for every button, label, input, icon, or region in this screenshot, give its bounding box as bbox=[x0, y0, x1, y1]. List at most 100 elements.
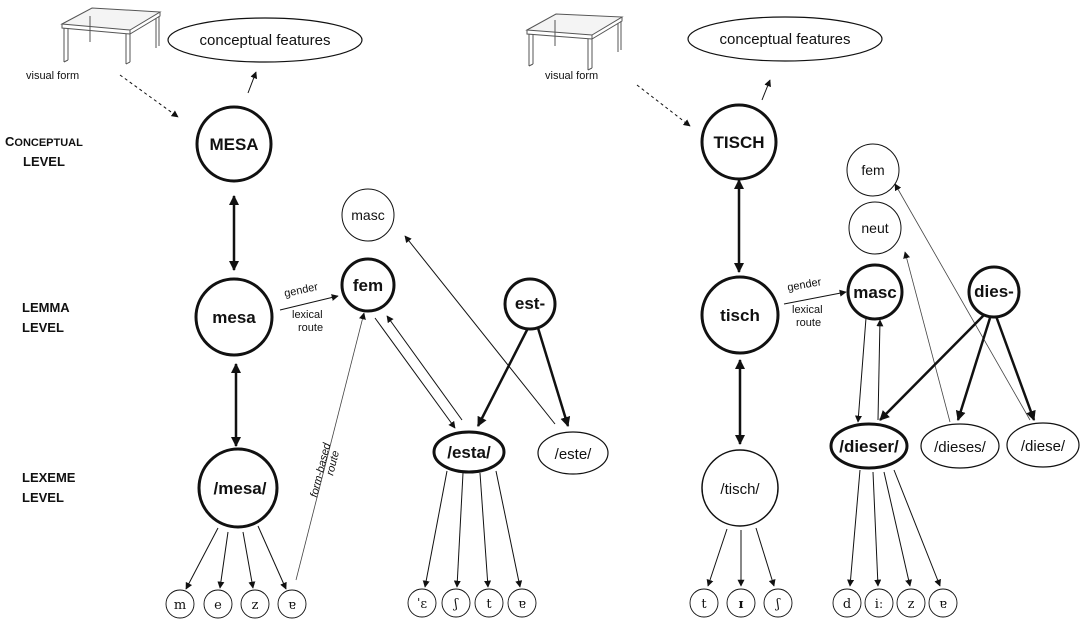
esta-to-e-arrow bbox=[422, 470, 448, 588]
concept-node-mesa-label: MESA bbox=[209, 135, 258, 154]
table-picture-left bbox=[60, 7, 162, 65]
gender-node-masc-right: masc bbox=[846, 263, 904, 321]
masc-to-dieser-arrow bbox=[854, 317, 867, 423]
gender-node-masc-right-label: masc bbox=[853, 283, 896, 302]
gender-node-fem-right: fem bbox=[846, 143, 900, 197]
dieser-to-ii-arrow bbox=[872, 471, 882, 587]
svg-text:ɐ: ɐ bbox=[939, 597, 947, 612]
determiner-form-dieser: /dieser/ bbox=[829, 422, 909, 470]
lexeme-node-mesa-label: /mesa/ bbox=[214, 479, 267, 498]
gender-label-right: gender bbox=[786, 276, 822, 294]
lemma-node-tisch: tisch bbox=[700, 275, 780, 355]
est-to-este-arrow bbox=[536, 327, 571, 427]
lemma-level-label-2: LEVEL bbox=[22, 320, 64, 335]
determiner-lemma-dies: dies- bbox=[967, 265, 1021, 319]
gender-node-fem-left-label: fem bbox=[353, 276, 383, 295]
visual-form-label-left: visual form bbox=[26, 70, 79, 82]
determiner-form-este: /este/ bbox=[537, 431, 609, 475]
phoneme-node-t-esta: t bbox=[474, 588, 504, 618]
dies-to-dieser-arrow bbox=[879, 314, 985, 421]
concept-node-tisch-label: TISCH bbox=[714, 133, 765, 152]
determiner-form-dieser-label: /dieser/ bbox=[839, 437, 899, 456]
determiner-form-dieses: /dieses/ bbox=[920, 423, 1000, 469]
conceptual-level-label: CONCEPTUAL bbox=[5, 134, 83, 149]
esta-to-t-arrow bbox=[479, 472, 492, 588]
lexeme-node-tisch: /tisch/ bbox=[701, 449, 779, 527]
svg-text:ɐ: ɐ bbox=[518, 597, 526, 612]
svg-text:z: z bbox=[908, 597, 915, 612]
mesa-to-z-arrow bbox=[242, 531, 256, 589]
form-based-route-arrow bbox=[295, 312, 366, 581]
determiner-form-esta: /esta/ bbox=[432, 430, 506, 474]
gender-label-left: gender bbox=[283, 281, 319, 300]
dieses-to-neut-arrow bbox=[903, 251, 951, 423]
lemma-node-mesa: mesa bbox=[194, 277, 274, 357]
este-to-masc-arrow bbox=[404, 235, 556, 425]
lexeme-node-mesa: /mesa/ bbox=[197, 447, 279, 529]
visual-form-label-right: visual form bbox=[545, 70, 598, 82]
determiner-form-diese-label: /diese/ bbox=[1021, 438, 1066, 455]
route-label-right: route bbox=[796, 317, 821, 329]
tisch-to-sh-arrow bbox=[755, 527, 776, 587]
lexical-label-left: lexical bbox=[292, 309, 323, 321]
svg-text:d: d bbox=[843, 597, 851, 612]
mesa-to-a-arrow bbox=[257, 525, 287, 590]
phoneme-node-stressed-e: ˈɛ bbox=[407, 588, 437, 618]
gender-node-fem-left: fem bbox=[340, 257, 396, 313]
lemma-to-fem-arrow bbox=[279, 294, 339, 311]
est-to-esta-arrow bbox=[476, 327, 530, 427]
phoneme-node-d-dieser: d bbox=[832, 588, 862, 618]
visual-to-concept-arrow-left bbox=[119, 74, 179, 118]
esta-to-a-arrow bbox=[495, 470, 523, 588]
phoneme-node-ii-dieser: iː bbox=[864, 588, 894, 618]
esta-to-sh-arrow bbox=[453, 472, 464, 588]
determiner-form-dieses-label: /dieses/ bbox=[934, 439, 987, 456]
svg-text:z: z bbox=[252, 598, 259, 613]
gender-node-fem-right-label: fem bbox=[861, 162, 884, 178]
phoneme-node-t-tisch: t bbox=[689, 588, 719, 618]
conceptual-features-label-right: conceptual features bbox=[720, 31, 851, 48]
svg-text:ɪ: ɪ bbox=[739, 597, 744, 612]
conceptual-features-ellipse-right bbox=[687, 16, 883, 62]
svg-text:ɐ: ɐ bbox=[288, 598, 296, 613]
phoneme-node-sh-tisch: ʃ bbox=[763, 588, 793, 618]
lexeme-level-label: LEXEME bbox=[22, 470, 76, 485]
svg-text:ˈɛ: ˈɛ bbox=[417, 597, 428, 612]
svg-text:t: t bbox=[701, 597, 707, 612]
phoneme-node-i-tisch: ɪ bbox=[726, 588, 756, 618]
tisch-to-t-arrow bbox=[706, 528, 728, 587]
gender-node-neut-label: neut bbox=[861, 220, 888, 236]
phoneme-node-e: e bbox=[203, 589, 233, 619]
concept-node-tisch: TISCH bbox=[700, 103, 778, 181]
dies-to-dieses-arrow bbox=[955, 317, 992, 421]
gender-node-neut: neut bbox=[848, 201, 902, 255]
determiner-form-diese: /diese/ bbox=[1006, 422, 1080, 468]
lexeme-node-tisch-label: /tisch/ bbox=[720, 481, 760, 498]
phoneme-node-sh-esta: ʃ bbox=[441, 588, 471, 618]
determiner-form-este-label: /este/ bbox=[555, 446, 593, 463]
phoneme-node-a-esta: ɐ bbox=[507, 588, 537, 618]
table-picture-right bbox=[525, 13, 624, 71]
determiner-form-esta-label: /esta/ bbox=[447, 443, 491, 462]
lexical-label-right: lexical bbox=[792, 304, 823, 316]
phoneme-node-z-dieser: z bbox=[896, 588, 926, 618]
diese-to-fem-arrow bbox=[894, 183, 1031, 421]
visual-to-concept-arrow-right bbox=[636, 84, 691, 127]
determiner-lemma-est: est- bbox=[503, 277, 557, 331]
form-based-route-label: route bbox=[324, 449, 342, 476]
mesa-to-m-arrow bbox=[185, 527, 219, 590]
gender-node-masc-left-label: masc bbox=[351, 207, 384, 223]
determiner-lemma-est-label: est- bbox=[515, 294, 545, 313]
lemma-node-tisch-label: tisch bbox=[720, 306, 760, 325]
lemma-level-label: LEMMA bbox=[22, 300, 70, 315]
concept-node-mesa: MESA bbox=[195, 105, 273, 183]
conceptual-level-label-2: LEVEL bbox=[23, 154, 65, 169]
dieser-to-d-arrow bbox=[847, 469, 861, 587]
concept-to-features-arrow-left bbox=[247, 71, 258, 94]
route-label-left: route bbox=[298, 322, 323, 334]
svg-text:iː: iː bbox=[875, 597, 884, 612]
dieser-to-a-arrow bbox=[893, 469, 941, 587]
dieser-to-masc-arrow bbox=[876, 319, 884, 421]
svg-text:ʃ: ʃ bbox=[774, 597, 781, 612]
mesa-to-e-arrow bbox=[217, 531, 229, 589]
